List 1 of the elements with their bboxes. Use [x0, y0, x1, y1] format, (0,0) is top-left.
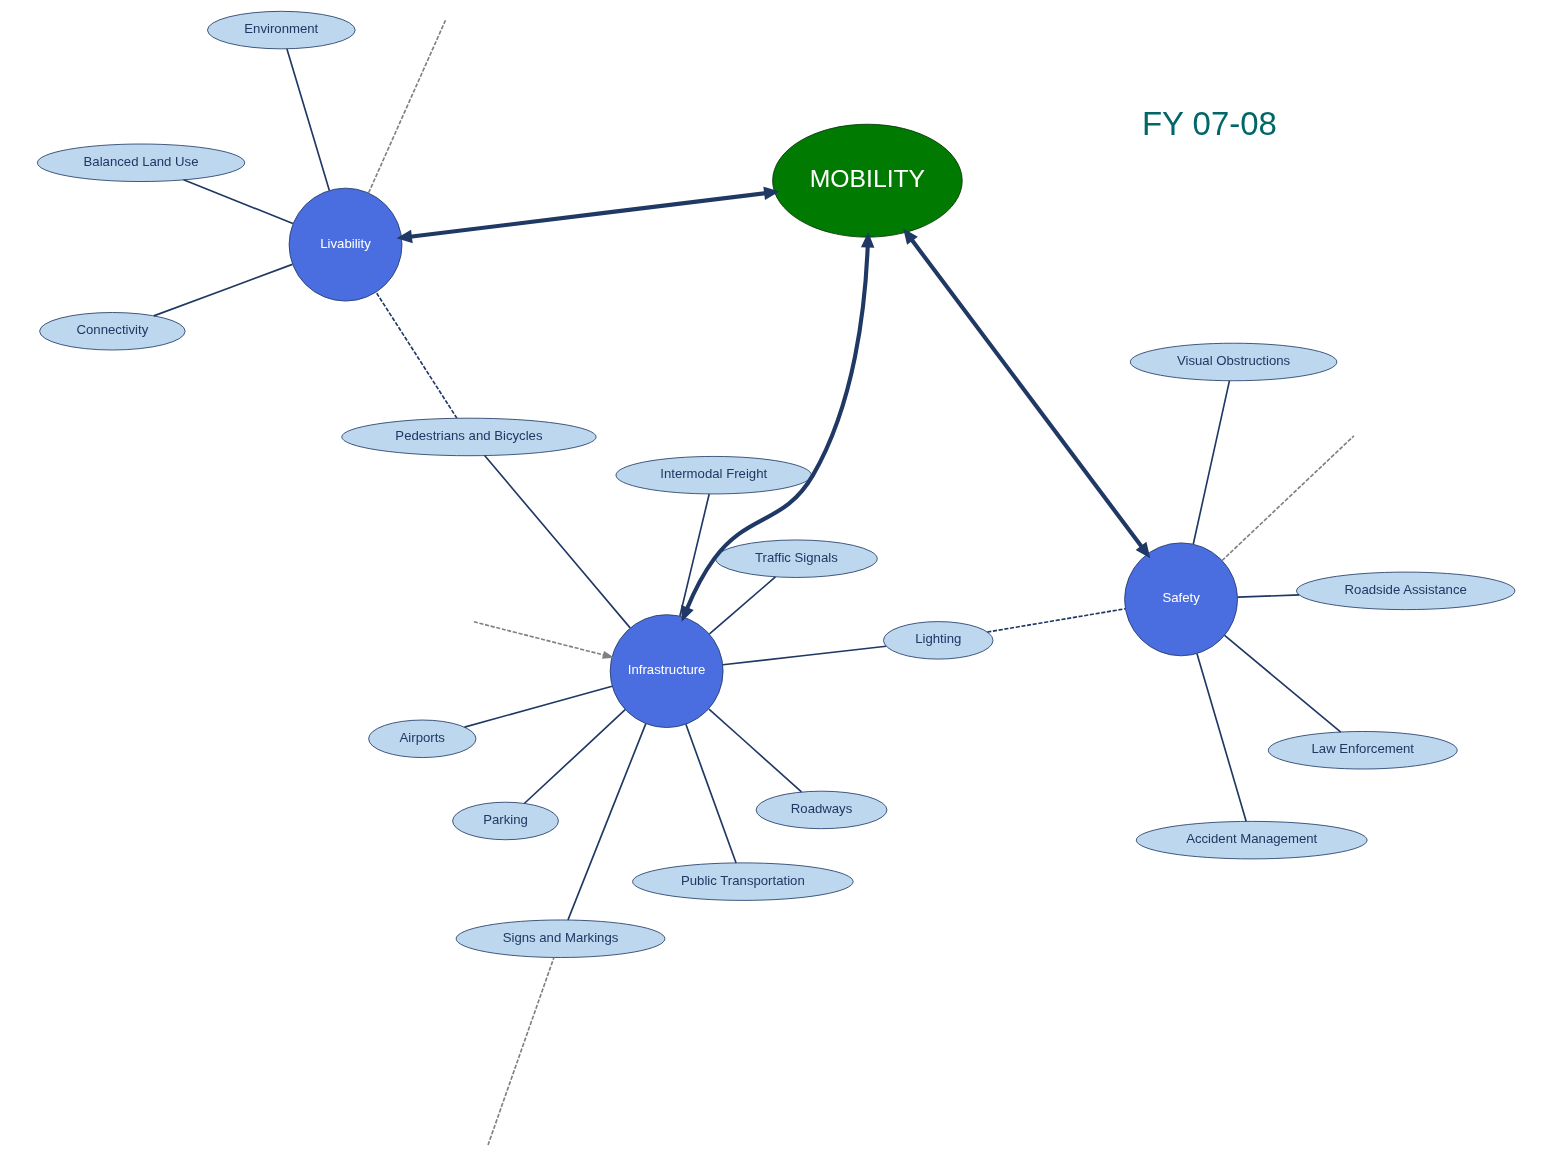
label: FY 07-08 — [1141, 105, 1277, 143]
